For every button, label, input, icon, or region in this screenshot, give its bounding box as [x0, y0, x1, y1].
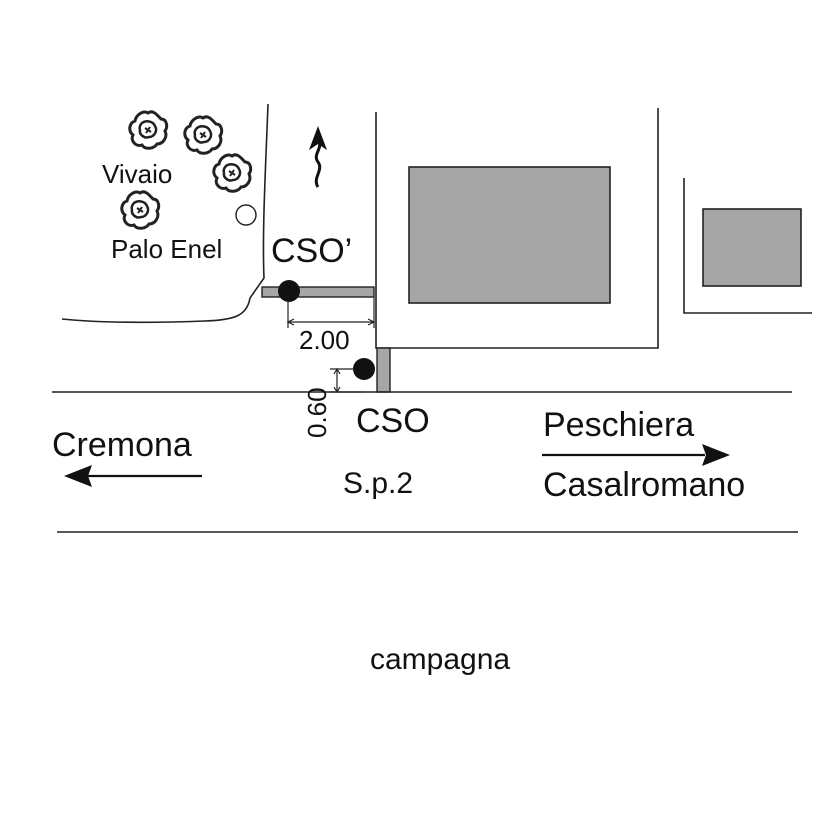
shrub-icon	[120, 190, 161, 230]
cso-prime-point	[278, 280, 300, 302]
cso-label: CSO	[356, 402, 430, 440]
shrub-icon	[128, 110, 169, 150]
shrub-icon	[212, 153, 253, 193]
nursery-boundary-line	[61, 103, 269, 324]
dimension-vertical-label: 0.60	[302, 387, 332, 438]
west-destination-label: Cremona	[52, 426, 192, 464]
south-area-label: campagna	[370, 643, 510, 676]
east-destination-label-2: Casalromano	[543, 466, 745, 504]
building-main	[408, 166, 611, 304]
arrow-right-icon	[542, 444, 730, 466]
east-lot-boundary-line	[683, 178, 812, 314]
cso-point	[353, 358, 375, 380]
building-east	[702, 208, 802, 287]
pipe-vertical	[376, 347, 391, 393]
east-destination-label-1: Peschiera	[543, 406, 694, 444]
dimension-horizontal-label: 2.00	[299, 325, 350, 355]
lot-boundary-line	[375, 108, 659, 349]
dimension-horizontal	[286, 297, 376, 328]
pipe-horizontal	[261, 286, 375, 298]
shrub-icon	[183, 115, 224, 155]
north-arrow-icon	[309, 126, 327, 188]
road-name-label: S.p.2	[343, 467, 413, 500]
arrow-left-icon	[64, 465, 202, 487]
palo-enel-label: Palo Enel	[111, 234, 222, 264]
cso-prime-label: CSO’	[271, 232, 352, 270]
utility-pole-icon	[235, 204, 257, 226]
vivaio-label: Vivaio	[102, 159, 172, 189]
